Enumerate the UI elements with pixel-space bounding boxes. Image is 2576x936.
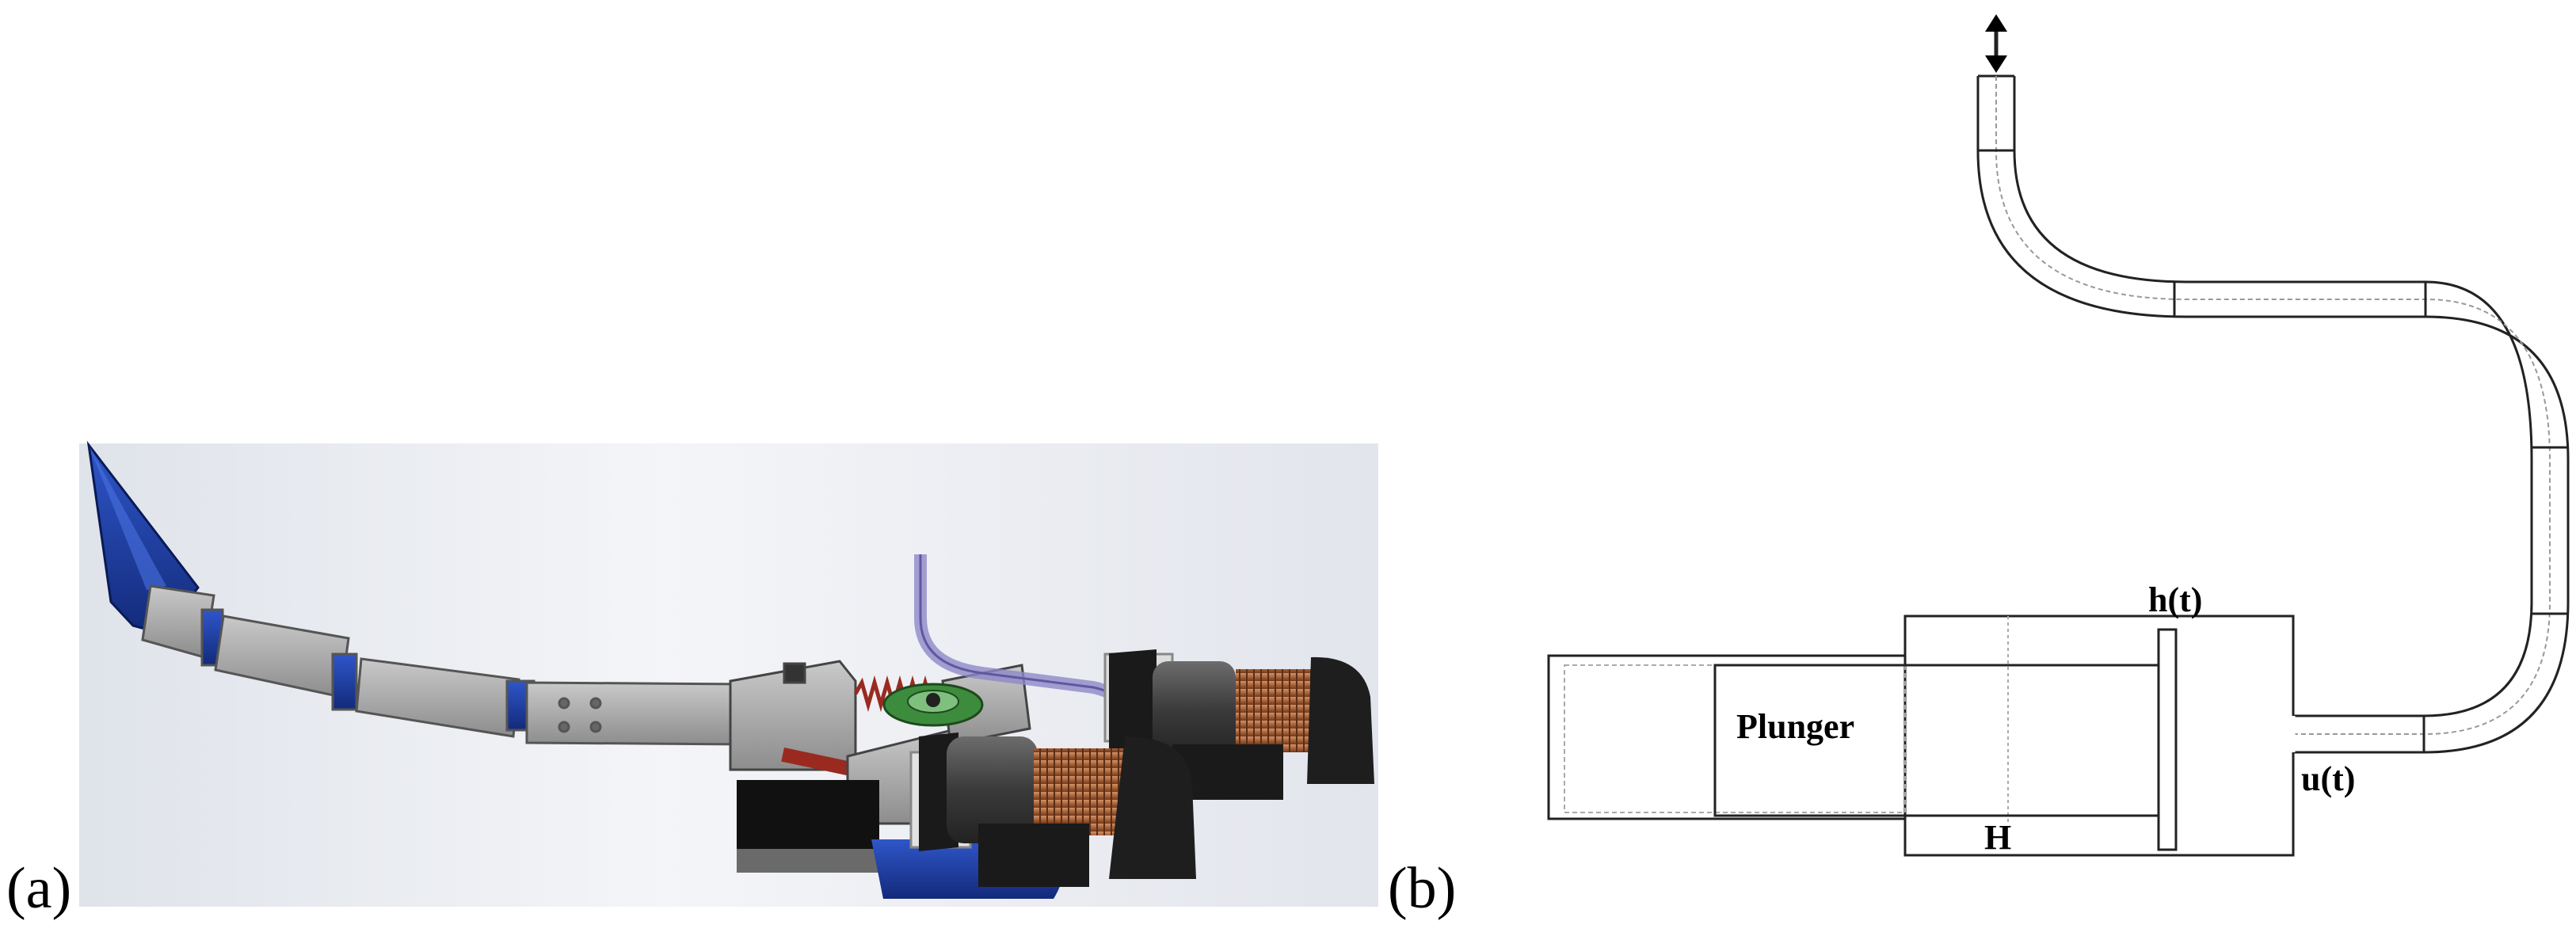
panel-label-a: (a) — [6, 856, 72, 921]
plunger-label: Plunger — [1736, 707, 1854, 746]
panel-label-b: (b) — [1388, 856, 1457, 921]
h-t-label: h(t) — [2148, 580, 2202, 619]
front-actuator — [909, 732, 1196, 887]
u-t-label: u(t) — [2301, 759, 2355, 798]
green-bearing — [882, 683, 984, 727]
mounting-bracket — [729, 660, 857, 771]
fingertip-highlight — [89, 445, 166, 590]
tube-inner-wall — [2013, 76, 2533, 717]
tube-outer-wall — [1976, 76, 2570, 754]
joint-2 — [331, 653, 358, 711]
cylinder-housing — [1903, 614, 2295, 857]
segment-3 — [355, 657, 520, 738]
phalanx-segments — [141, 584, 754, 746]
piston-plate — [2157, 628, 2178, 851]
rear-actuator — [1103, 649, 1374, 800]
H-label: H — [1984, 818, 2011, 857]
